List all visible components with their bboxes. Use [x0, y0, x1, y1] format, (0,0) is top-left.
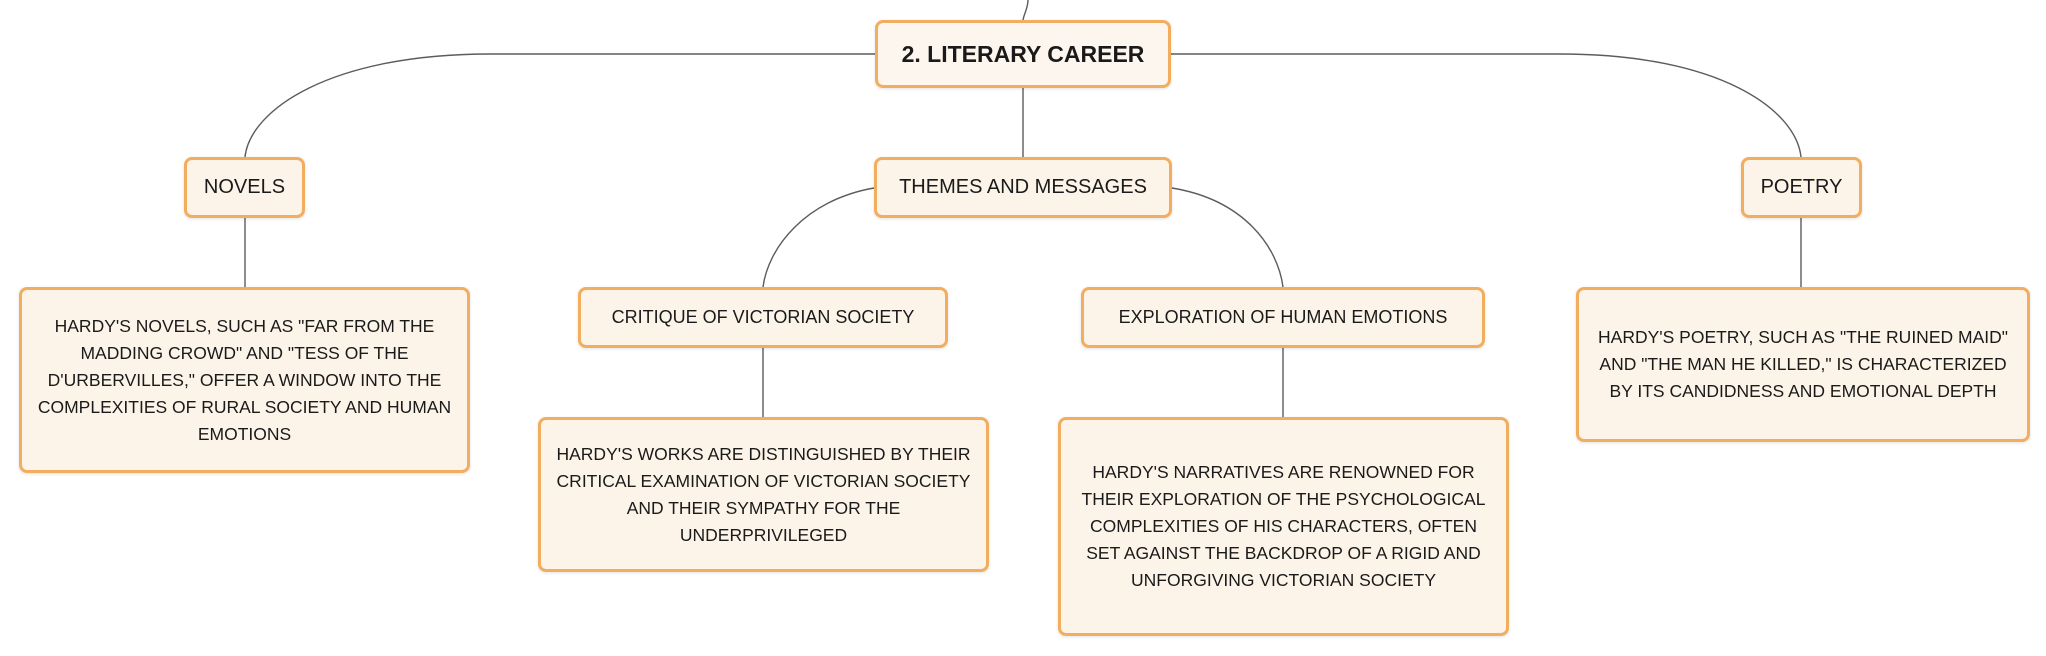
detail-node-novels[interactable]: HARDY'S NOVELS, SUCH AS "FAR FROM THE MA… [19, 287, 470, 473]
detail-node-text: HARDY'S WORKS ARE DISTINGUISHED BY THEIR… [556, 443, 971, 545]
connector-root-parent [1022, 0, 1029, 21]
branch-node-label: POETRY [1760, 176, 1843, 198]
branch-node-themes-and-messages[interactable]: THEMES AND MESSAGES [874, 157, 1172, 218]
connector-root-to-novels [244, 53, 875, 158]
detail-node-text: HARDY'S NARRATIVES ARE RENOWNED FOR THEI… [1081, 462, 1486, 590]
sub-node-label: EXPLORATION OF HUMAN EMOTIONS [1118, 307, 1448, 327]
branch-node-novels[interactable]: NOVELS [184, 157, 305, 218]
detail-node-poetry[interactable]: HARDY'S POETRY, SUCH AS "THE RUINED MAID… [1576, 287, 2030, 442]
sub-node-label: CRITIQUE OF VICTORIAN SOCIETY [611, 307, 915, 327]
sub-node-exploration-of-human-emotions[interactable]: EXPLORATION OF HUMAN EMOTIONS [1081, 287, 1485, 348]
branch-node-label: THEMES AND MESSAGES [899, 176, 1147, 198]
root-node-literary-career[interactable]: 2. LITERARY CAREER [875, 20, 1171, 88]
connector-themes-to-exploration [1171, 187, 1284, 288]
root-node-label: 2. LITERARY CAREER [901, 40, 1145, 67]
connector-themes-to-critique [762, 187, 875, 288]
branch-node-label: NOVELS [203, 176, 286, 198]
sub-node-critique-of-victorian-society[interactable]: CRITIQUE OF VICTORIAN SOCIETY [578, 287, 948, 348]
branch-node-poetry[interactable]: POETRY [1741, 157, 1862, 218]
detail-node-text: HARDY'S POETRY, SUCH AS "THE RUINED MAID… [1598, 327, 2008, 401]
detail-node-text: HARDY'S NOVELS, SUCH AS "FAR FROM THE MA… [37, 315, 452, 444]
detail-node-exploration[interactable]: HARDY'S NARRATIVES ARE RENOWNED FOR THEI… [1058, 417, 1509, 636]
detail-node-critique[interactable]: HARDY'S WORKS ARE DISTINGUISHED BY THEIR… [538, 417, 989, 572]
connector-root-to-poetry [1171, 53, 1802, 158]
